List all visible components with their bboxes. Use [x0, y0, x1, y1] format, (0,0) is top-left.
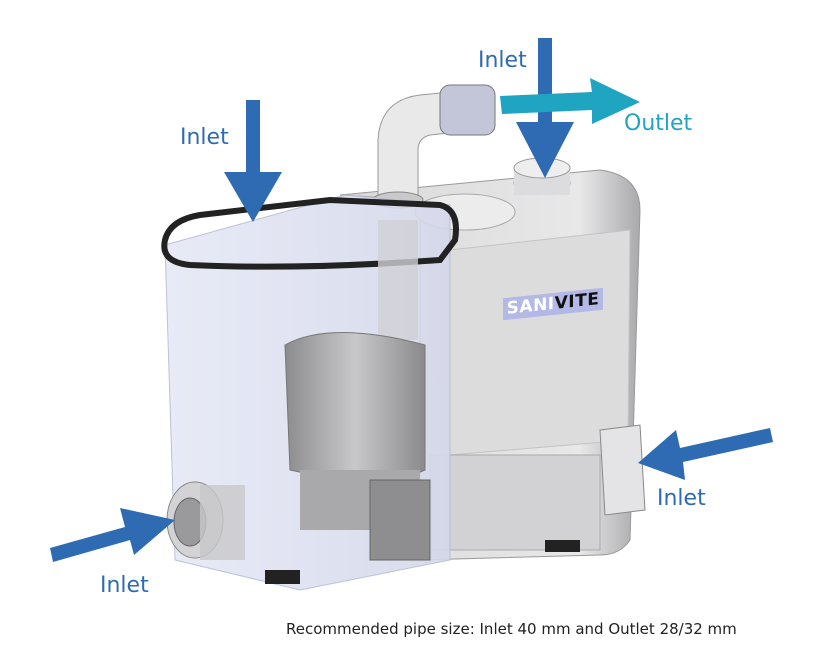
pipe-size-caption: Recommended pipe size: Inlet 40 mm and O…	[286, 620, 737, 638]
label-inlet-bottom-left: Inlet	[100, 573, 149, 598]
outlet-arrow	[500, 78, 640, 124]
label-inlet-top-left: Inlet	[180, 125, 229, 150]
inlet-arrow-top-left	[224, 100, 282, 222]
inlet-arrow-right	[638, 428, 773, 480]
label-outlet: Outlet	[624, 111, 693, 136]
transparent-tank	[161, 194, 459, 591]
pump-body	[339, 157, 646, 561]
inlet-arrow-bottom-left	[50, 508, 175, 562]
label-inlet-top: Inlet	[478, 48, 527, 73]
label-inlet-right: Inlet	[657, 486, 706, 511]
